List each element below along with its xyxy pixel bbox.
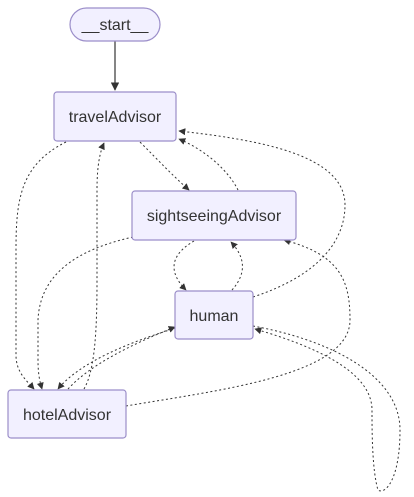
edge-travelAdvisor-to-sightseeingAdvisor xyxy=(139,141,190,191)
edge-sightseeingAdvisor-to-human xyxy=(173,240,195,291)
edge-sightseeingAdvisor-to-hotelAdvisor xyxy=(36,236,134,390)
node-start: __start__ xyxy=(69,7,161,42)
edge-human-to-sightseeingAdvisor xyxy=(230,241,243,291)
edge-sightseeingAdvisor-to-travelAdvisor xyxy=(178,138,239,191)
nodes-group: __start__ travelAdvisor sightseeingAdvis… xyxy=(7,7,297,439)
edge-hotelAdvisor-to-travelAdvisor xyxy=(83,142,105,390)
edge-human-self-loop xyxy=(252,325,401,492)
node-travelAdvisor-label: travelAdvisor xyxy=(69,109,162,126)
node-human-label: human xyxy=(190,308,239,325)
node-hotelAdvisor-label: hotelAdvisor xyxy=(23,407,112,424)
node-human: human xyxy=(174,290,254,340)
node-start-label: __start__ xyxy=(81,17,150,34)
edge-human-to-travelAdvisor xyxy=(178,128,346,298)
node-travelAdvisor: travelAdvisor xyxy=(53,91,177,142)
edge-hotelAdvisor-to-human xyxy=(67,326,176,390)
edge-human-to-hotelAdvisor xyxy=(57,327,177,390)
edges-group xyxy=(15,41,401,492)
node-sightseeingAdvisor: sightseeingAdvisor xyxy=(131,190,297,241)
node-sightseeingAdvisor-label: sightseeingAdvisor xyxy=(147,208,282,225)
edge-travelAdvisor-to-hotelAdvisor xyxy=(15,141,67,390)
node-hotelAdvisor: hotelAdvisor xyxy=(7,389,127,439)
edge-hotelAdvisor-to-sightseeingAdvisor xyxy=(125,238,351,407)
